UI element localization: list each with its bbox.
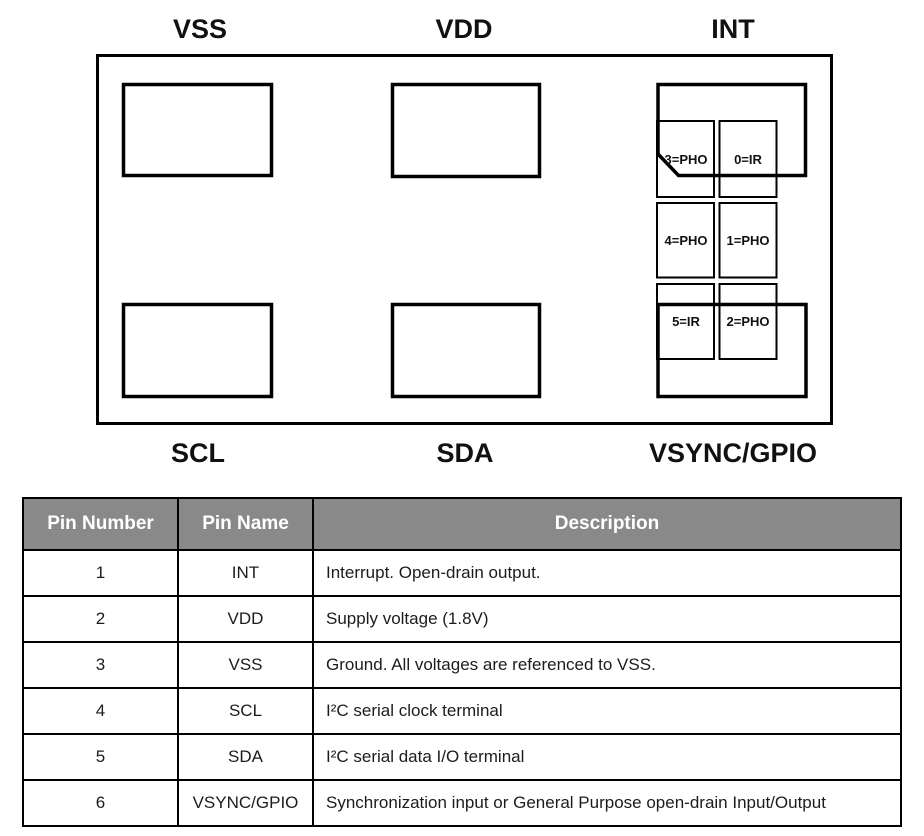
pin-name-cell: SCL (177, 687, 314, 735)
pin-number-cell: 1 (22, 549, 179, 597)
detector-cell-0-ir (718, 120, 778, 198)
pin-description-table-wrap: Pin Number Pin Name Description 1 INT In… (22, 497, 902, 827)
pin-number-cell: 5 (22, 733, 179, 781)
cell-label-5-ir: 5=IR (672, 314, 700, 329)
table-row: 4 SCL I²C serial clock terminal (22, 687, 902, 735)
pad-vss (121, 82, 274, 178)
pad-vsync-gpio (656, 302, 808, 399)
header-description: Description (312, 497, 902, 551)
pin-label-int: INT (711, 14, 755, 44)
detector-cell-1-pho (718, 202, 778, 279)
pad-scl (121, 302, 274, 399)
table-row: 5 SDA I²C serial data I/O terminal (22, 733, 902, 781)
header-pin-number: Pin Number (22, 497, 179, 551)
detector-cell-3-pho (656, 120, 715, 198)
pin-configuration-diagram: VSS VDD INT 3=PHO 0=IR 4=PHO 1=PHO 5=IR … (96, 14, 833, 468)
pin-number-cell: 6 (22, 779, 179, 827)
pin-label-vdd: VDD (435, 14, 492, 44)
pin-description-cell: Supply voltage (1.8V) (312, 595, 902, 643)
cell-label-0-ir: 0=IR (734, 152, 762, 167)
detector-cell-2-pho (718, 283, 778, 360)
pin-description-cell: Synchronization input or General Purpose… (312, 779, 902, 827)
cell-label-1-pho: 1=PHO (727, 233, 770, 248)
pin-label-vsync-gpio: VSYNC/GPIO (649, 438, 817, 468)
pin-label-vss: VSS (173, 14, 227, 44)
cell-label-2-pho: 2=PHO (727, 314, 770, 329)
header-pin-name: Pin Name (177, 497, 314, 551)
pad-sda (390, 302, 542, 399)
pin-number-cell: 4 (22, 687, 179, 735)
pin-name-cell: VSYNC/GPIO (177, 779, 314, 827)
pin-description-cell: Ground. All voltages are referenced to V… (312, 641, 902, 689)
pin-description-cell: Interrupt. Open-drain output. (312, 549, 902, 597)
pin-number-cell: 2 (22, 595, 179, 643)
pin-name-cell: SDA (177, 733, 314, 781)
table-row: 3 VSS Ground. All voltages are reference… (22, 641, 902, 689)
table-row: 1 INT Interrupt. Open-drain output. (22, 549, 902, 597)
pin-number-cell: 3 (22, 641, 179, 689)
cell-label-3-pho: 3=PHO (665, 152, 708, 167)
detector-cell-5-ir (656, 283, 715, 360)
table-header-row: Pin Number Pin Name Description (22, 497, 902, 551)
table-row: 2 VDD Supply voltage (1.8V) (22, 595, 902, 643)
pin-description-cell: I²C serial data I/O terminal (312, 733, 902, 781)
pin-name-cell: VSS (177, 641, 314, 689)
detector-cell-4-pho (656, 202, 715, 279)
pin-description-cell: I²C serial clock terminal (312, 687, 902, 735)
pin-label-sda: SDA (436, 438, 493, 468)
chip-outline (96, 54, 833, 425)
table-row: 6 VSYNC/GPIO Synchronization input or Ge… (22, 779, 902, 827)
cell-label-4-pho: 4=PHO (665, 233, 708, 248)
pin-description-table: Pin Number Pin Name Description 1 INT In… (22, 497, 902, 827)
pin-name-cell: VDD (177, 595, 314, 643)
pad-vdd (390, 82, 542, 179)
pin-name-cell: INT (177, 549, 314, 597)
pin-label-scl: SCL (171, 438, 225, 468)
